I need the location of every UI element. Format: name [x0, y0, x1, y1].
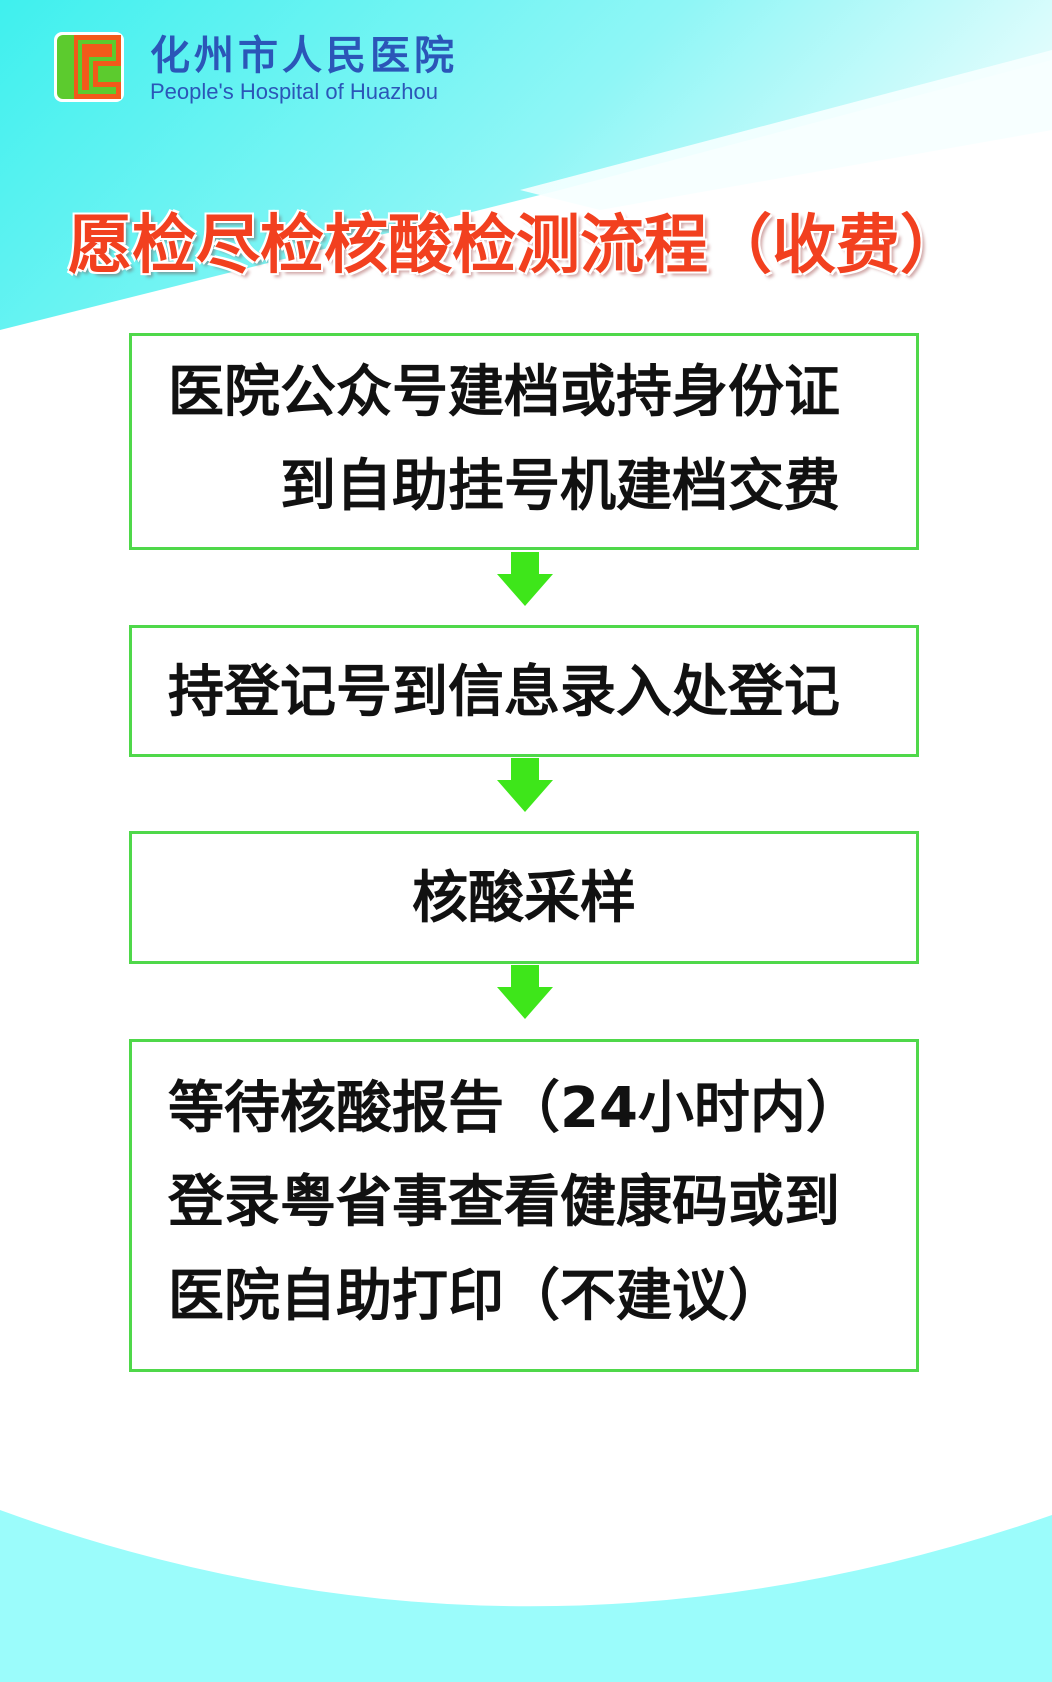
step-4-box: 等待核酸报告（24小时内） 登录粤省事查看健康码或到 医院自助打印（不建议）: [129, 1039, 919, 1372]
hospital-logo-icon: [54, 32, 124, 102]
arrow-down-icon: [497, 965, 553, 1019]
step-4-line-3: 医院自助打印（不建议）: [168, 1264, 784, 1329]
hospital-name-cn: 化州市人民医院: [150, 33, 458, 79]
step-4-line-1: 等待核酸报告（24小时内）: [168, 1076, 862, 1141]
page-title: 愿检尽检核酸检测流程（收费）: [68, 209, 964, 283]
step-2-line-1: 持登记号到信息录入处登记: [168, 660, 840, 725]
arrow-down-icon: [497, 758, 553, 812]
step-2-box: 持登记号到信息录入处登记: [129, 625, 919, 757]
hospital-name-en: People's Hospital of Huazhou: [150, 79, 438, 104]
step-1-line-1: 医院公众号建档或持身份证: [168, 360, 840, 425]
step-4-line-2: 登录粤省事查看健康码或到: [168, 1170, 840, 1235]
step-3-line-1: 核酸采样: [412, 866, 636, 931]
arrow-down-icon: [497, 552, 553, 606]
step-1-line-2: 到自助挂号机建档交费: [280, 454, 840, 519]
step-1-box: 医院公众号建档或持身份证 到自助挂号机建档交费: [129, 333, 919, 550]
step-3-box: 核酸采样: [129, 831, 919, 964]
